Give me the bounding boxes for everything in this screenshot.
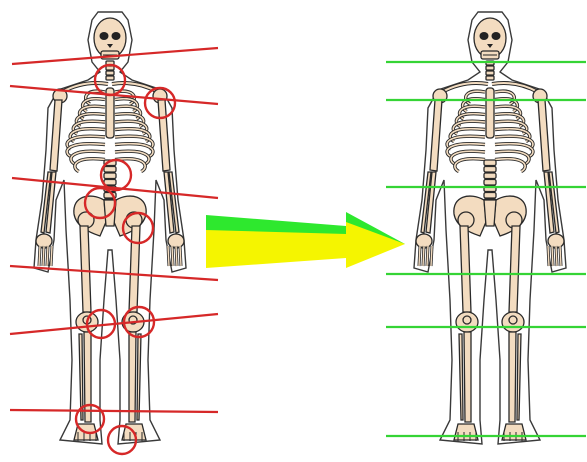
- right-humerus: [158, 100, 170, 171]
- cervical-vertebra: [486, 71, 494, 75]
- misaligned-skeleton: [10, 12, 218, 454]
- right-arrow-icon: [206, 212, 405, 268]
- right-finger-fill: [172, 246, 173, 266]
- right-tibia: [129, 332, 136, 422]
- right-finger-fill: [556, 246, 557, 266]
- left-humerus: [50, 100, 62, 171]
- right-humerus: [538, 100, 550, 171]
- right-finger-fill: [552, 246, 553, 266]
- right-finger-fill: [560, 246, 561, 266]
- cervical-vertebra: [106, 66, 114, 70]
- cervical-vertebra: [106, 76, 114, 80]
- right-finger-fill: [180, 246, 181, 266]
- left-femur: [80, 226, 91, 312]
- right-patella: [509, 316, 517, 324]
- right-fibula: [517, 334, 521, 420]
- left-tibia: [84, 332, 91, 422]
- right-tibia: [509, 332, 516, 422]
- left-finger-fill: [51, 246, 52, 266]
- left-palm: [36, 234, 52, 248]
- left-finger-fill: [431, 246, 432, 266]
- lumbar-vertebra: [484, 180, 496, 186]
- right-finger-fill: [548, 246, 549, 266]
- left-femur: [460, 226, 471, 312]
- sternum: [486, 88, 494, 138]
- lumbar-vertebra: [484, 193, 496, 199]
- left-palm: [416, 234, 432, 248]
- left-finger-fill: [43, 246, 44, 266]
- left-finger-fill: [419, 246, 420, 266]
- left-finger-fill: [39, 246, 40, 266]
- lumbar-vertebra: [104, 180, 116, 186]
- lumbar-vertebra: [104, 173, 116, 179]
- right-eye-socket: [492, 32, 501, 40]
- right-finger-fill: [168, 246, 169, 266]
- sacrum: [484, 200, 496, 226]
- cervical-vertebra: [486, 76, 494, 80]
- right-femur: [129, 226, 140, 312]
- left-finger-fill: [427, 246, 428, 266]
- left-fibula: [459, 334, 463, 420]
- misaligned-level-line: [10, 410, 218, 412]
- left-patella: [463, 316, 471, 324]
- right-femur: [509, 226, 520, 312]
- left-eye-socket: [480, 32, 489, 40]
- left-eye-socket: [100, 32, 109, 40]
- left-finger-fill: [47, 246, 48, 266]
- lumbar-vertebra: [484, 173, 496, 179]
- right-eye-socket: [112, 32, 121, 40]
- right-fibula: [137, 334, 141, 420]
- cervical-vertebra: [486, 66, 494, 70]
- aligned-skeleton: [386, 12, 586, 444]
- right-palm: [548, 234, 564, 248]
- lumbar-vertebra: [484, 167, 496, 173]
- left-humerus: [430, 100, 442, 171]
- left-tibia: [464, 332, 471, 422]
- lumbar-vertebra: [104, 167, 116, 173]
- right-finger-fill: [176, 246, 177, 266]
- lumbar-vertebra: [484, 160, 496, 166]
- cervical-vertebra: [106, 71, 114, 75]
- left-finger-fill: [423, 246, 424, 266]
- right-palm: [168, 234, 184, 248]
